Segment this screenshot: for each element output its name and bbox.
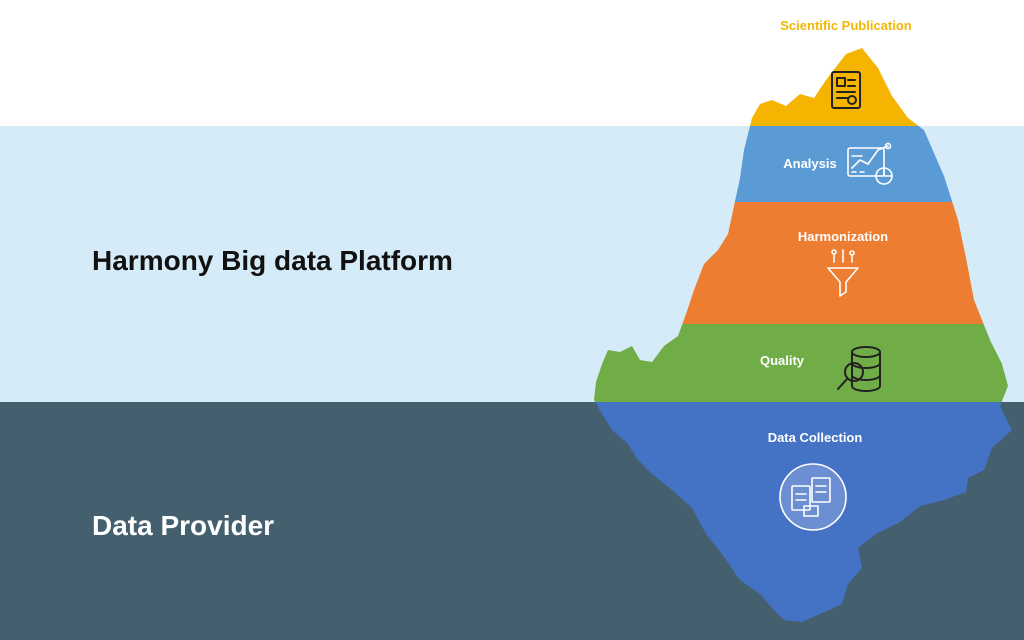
publication-icon	[831, 71, 861, 109]
iceberg-layers	[594, 48, 1012, 622]
database-search-icon	[837, 346, 881, 392]
provider-zone-label: Data Provider	[92, 510, 275, 541]
layer-harmonization-band	[594, 202, 1012, 324]
documents-icon	[779, 463, 847, 531]
platform-zone-label: Harmony Big data Platform	[92, 245, 453, 276]
funnel-icon	[827, 249, 859, 297]
layer-label-publication: Scientific Publication	[780, 18, 912, 33]
layer-publication-band	[594, 48, 1012, 126]
layer-label-quality: Quality	[760, 353, 805, 368]
layer-label-analysis: Analysis	[783, 156, 836, 171]
layer-label-data-collection: Data Collection	[768, 430, 863, 445]
analytics-icon	[847, 142, 893, 185]
layer-label-harmonization: Harmonization	[798, 229, 888, 244]
